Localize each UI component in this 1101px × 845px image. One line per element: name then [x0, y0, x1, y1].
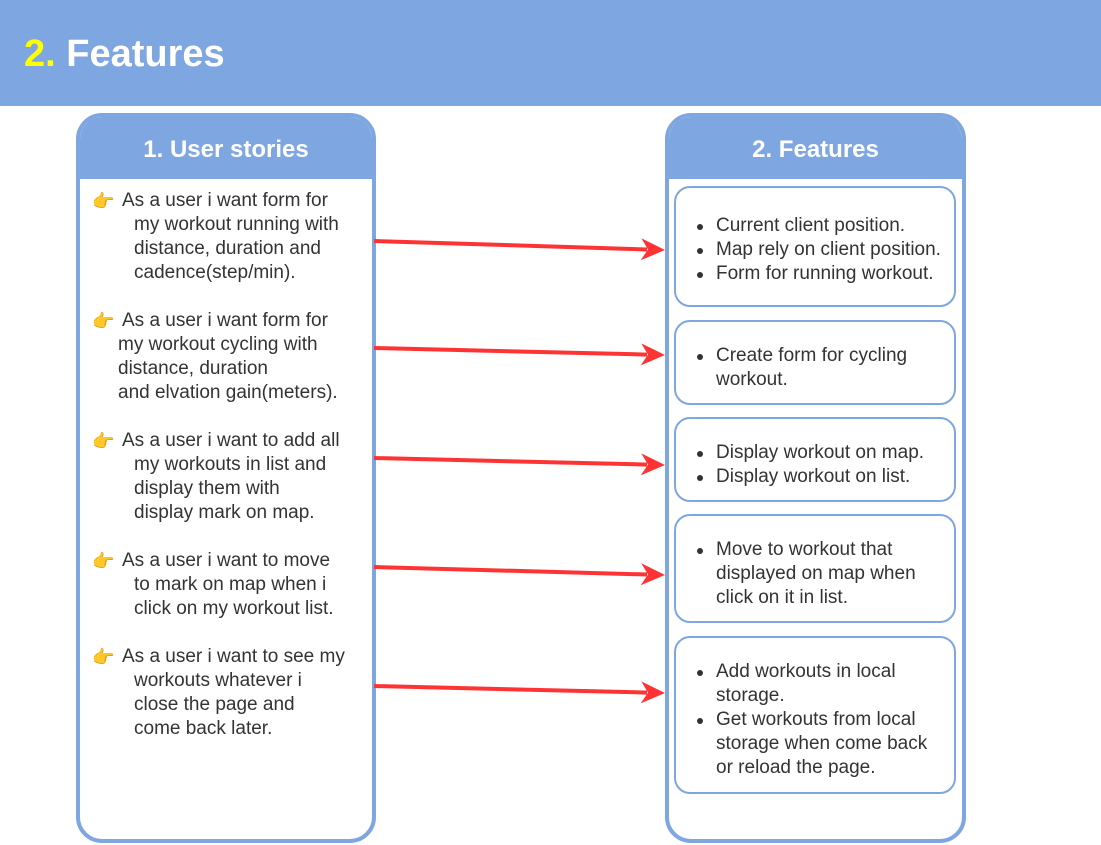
user-story-line: close the page and: [134, 694, 295, 715]
connector-arrow-shaft: [373, 346, 648, 357]
user-story-line: my workout cycling with: [118, 334, 318, 355]
page-title: 2. Features: [24, 32, 225, 76]
connector-arrow-head: [640, 238, 665, 261]
feature-item: Create form for cycling workout.: [676, 344, 954, 392]
user-story-line: As a user i want form for: [122, 310, 328, 331]
feature-item-line: or reload the page.: [716, 757, 876, 778]
user-story-line: As a user i want to add all: [122, 430, 340, 451]
feature-item: Current client position.: [676, 214, 954, 238]
feature-list: Move to workout that displayed on map whe…: [676, 538, 954, 610]
connector-arrow-head: [640, 343, 665, 366]
feature-item-line: Create form for cycling: [716, 345, 908, 366]
feature-item-line: Move to workout that: [716, 539, 893, 560]
pointing-hand-icon: 👉: [92, 431, 115, 451]
feature-item: Map rely on client position.: [676, 238, 954, 262]
connector-arrow: [373, 343, 665, 366]
feature-item-line: Display workout on map.: [716, 442, 925, 463]
connector-arrow: [373, 238, 665, 261]
user-story-line: click on my workout list.: [134, 598, 334, 619]
feature-item-line: storage.: [716, 685, 785, 706]
user-story-line: As a user i want to see my: [122, 646, 345, 667]
user-story-line: my workout running with: [134, 214, 339, 235]
user-story-line: distance, duration: [118, 358, 268, 379]
feature-card: Move to workout that displayed on map whe…: [674, 514, 956, 623]
pointing-hand-icon: 👉: [92, 191, 115, 211]
connector-arrow-shaft: [373, 565, 648, 577]
user-story-line: cadence(step/min).: [134, 262, 296, 283]
connector-arrow-head: [640, 453, 665, 476]
feature-item: Get workouts from local storage when come…: [676, 708, 954, 780]
feature-item-line: Map rely on client position.: [716, 239, 941, 260]
feature-item-line: workout.: [716, 369, 788, 390]
feature-item: Form for running workout.: [676, 262, 954, 286]
page-title-number: 2.: [24, 33, 56, 75]
user-story-line: and elvation gain(meters).: [118, 382, 338, 403]
feature-item: Add workouts in local storage.: [676, 660, 954, 708]
feature-item-line: Form for running workout.: [716, 263, 934, 284]
header-bar: 2. Features: [0, 0, 1101, 106]
connector-arrow-head: [640, 681, 665, 704]
user-story-line: my workouts in list and: [134, 454, 327, 475]
feature-item: Display workout on list.: [676, 465, 954, 489]
user-story-line: to mark on map when i: [134, 574, 327, 595]
feature-list: Display workout on map. Display workout o…: [676, 441, 954, 489]
feature-item-line: storage when come back: [716, 733, 928, 754]
page-title-text: Features: [66, 33, 225, 75]
feature-card: Display workout on map. Display workout o…: [674, 417, 956, 502]
feature-item-line: Current client position.: [716, 215, 906, 236]
connector-arrow-shaft: [373, 239, 648, 252]
feature-card: Create form for cycling workout.: [674, 320, 956, 405]
connector-arrow-shaft: [373, 684, 648, 695]
user-story-line: come back later.: [134, 718, 273, 739]
feature-item-line: Add workouts in local: [716, 661, 896, 682]
connector-arrow: [373, 681, 665, 704]
feature-list: Current client position. Map rely on clie…: [676, 214, 954, 286]
feature-item-line: Get workouts from local: [716, 709, 916, 730]
feature-item-line: Display workout on list.: [716, 466, 911, 487]
pointing-hand-icon: 👉: [92, 551, 115, 571]
user-story-line: workouts whatever i: [134, 670, 302, 691]
user-stories-title: 1. User stories: [80, 117, 372, 179]
connector-arrow: [373, 563, 665, 586]
user-story-line: display them with: [134, 478, 280, 499]
feature-item-line: click on it in list.: [716, 587, 848, 608]
user-stories-panel: 1. User stories: [76, 113, 376, 843]
features-title: 2. Features: [669, 117, 962, 179]
user-story-line: As a user i want to move: [122, 550, 331, 571]
connector-arrow: [373, 453, 665, 476]
feature-item: Display workout on map.: [676, 441, 954, 465]
feature-card: Current client position. Map rely on clie…: [674, 186, 956, 307]
connector-arrow-head: [640, 563, 665, 586]
pointing-hand-icon: 👉: [92, 647, 115, 667]
feature-item-line: displayed on map when: [716, 563, 916, 584]
pointing-hand-icon: 👉: [92, 311, 115, 331]
user-story-line: display mark on map.: [134, 502, 315, 523]
user-story-line: As a user i want form for: [122, 190, 328, 211]
connector-arrow-shaft: [373, 456, 648, 467]
feature-list: Create form for cycling workout.: [676, 344, 954, 392]
feature-item: Move to workout that displayed on map whe…: [676, 538, 954, 610]
user-story-line: distance, duration and: [134, 238, 321, 259]
